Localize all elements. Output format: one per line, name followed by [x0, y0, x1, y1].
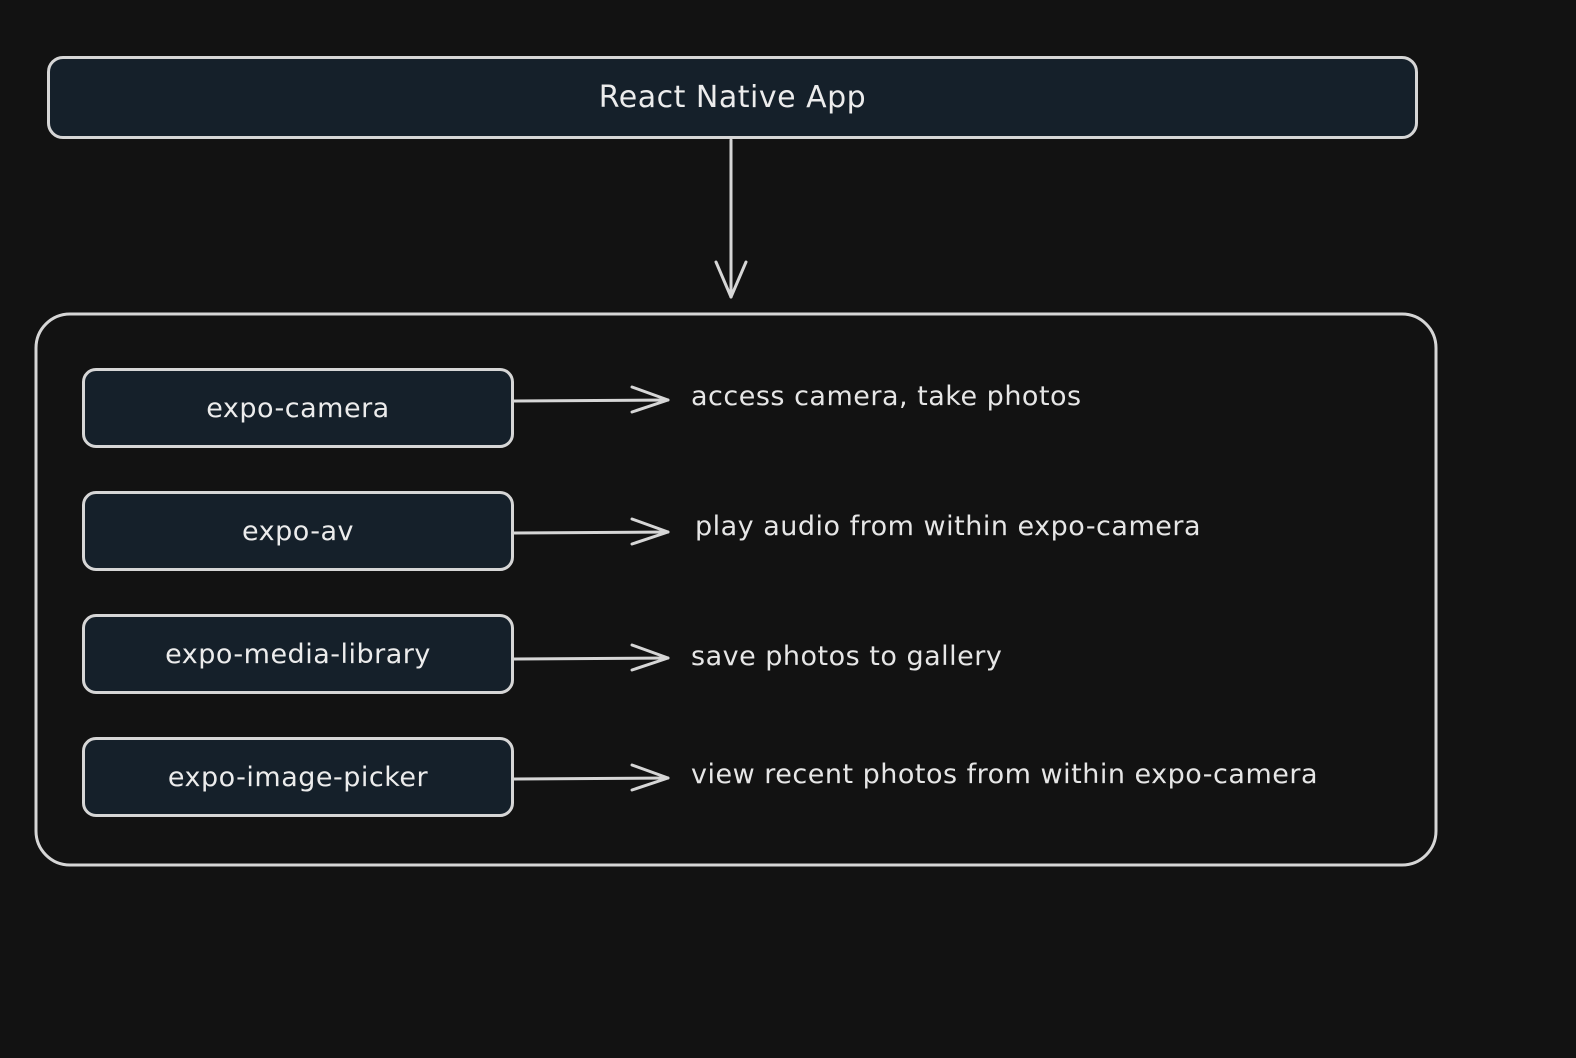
arrow-expo-image-picker: [512, 763, 670, 792]
arrow-expo-media-library: [512, 643, 670, 672]
arrow-expo-av: [512, 517, 670, 546]
expo-av-description: play audio from within expo-camera: [695, 511, 1202, 542]
expo-image-picker-description: view recent photos from within expo-came…: [691, 759, 1318, 790]
react-native-app-label: React Native App: [598, 80, 867, 115]
expo-av-node: expo-av: [82, 491, 514, 571]
expo-camera-description: access camera, take photos: [691, 381, 1082, 412]
expo-image-picker-label: expo-image-picker: [167, 761, 429, 793]
expo-av-label: expo-av: [241, 515, 355, 547]
expo-camera-node: expo-camera: [82, 368, 514, 448]
arrow-expo-camera: [512, 385, 670, 414]
expo-camera-label: expo-camera: [206, 392, 390, 424]
expo-media-library-description: save photos to gallery: [691, 641, 1003, 672]
app-to-group-arrow: [714, 138, 748, 299]
react-native-app-node: React Native App: [47, 56, 1418, 139]
expo-image-picker-node: expo-image-picker: [82, 737, 514, 817]
expo-media-library-node: expo-media-library: [82, 614, 514, 694]
libraries-group-container: [34, 312, 1438, 867]
expo-media-library-label: expo-media-library: [165, 638, 431, 670]
